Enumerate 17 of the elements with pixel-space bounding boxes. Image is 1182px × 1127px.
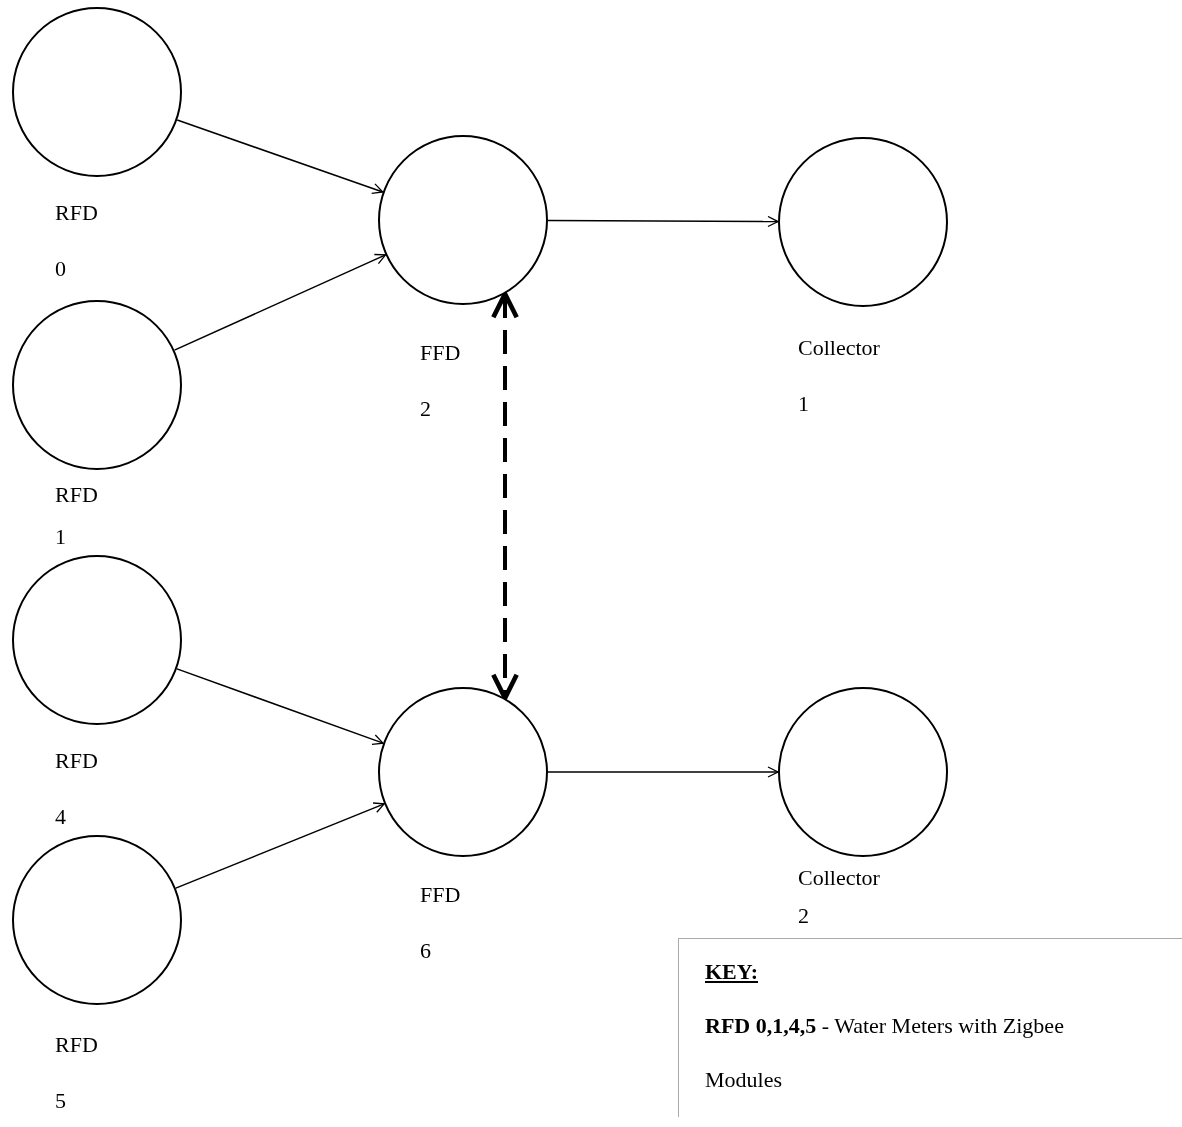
- node-label: RFD 0: [55, 199, 98, 283]
- node-label: RFD 1: [55, 481, 98, 551]
- node-label: RFD 4: [55, 747, 98, 831]
- arrow: [173, 253, 387, 351]
- arrow: [176, 668, 384, 746]
- arrow: [547, 766, 779, 778]
- arrow: [175, 802, 385, 889]
- key-heading: KEY:: [705, 958, 758, 986]
- node-label: FFD 2: [420, 339, 461, 423]
- node-label: Collector 1: [798, 334, 880, 418]
- arrow: [176, 119, 384, 194]
- node-label: Collector 2: [798, 864, 880, 930]
- node-label: FFD 6: [420, 881, 461, 965]
- node-label: RFD 5: [55, 1031, 98, 1115]
- arrow: [547, 215, 779, 228]
- key-entry: RFD 0,1,4,5 - Water Meters with Zigbee Modules: [705, 1012, 1065, 1094]
- arrow: [491, 291, 519, 701]
